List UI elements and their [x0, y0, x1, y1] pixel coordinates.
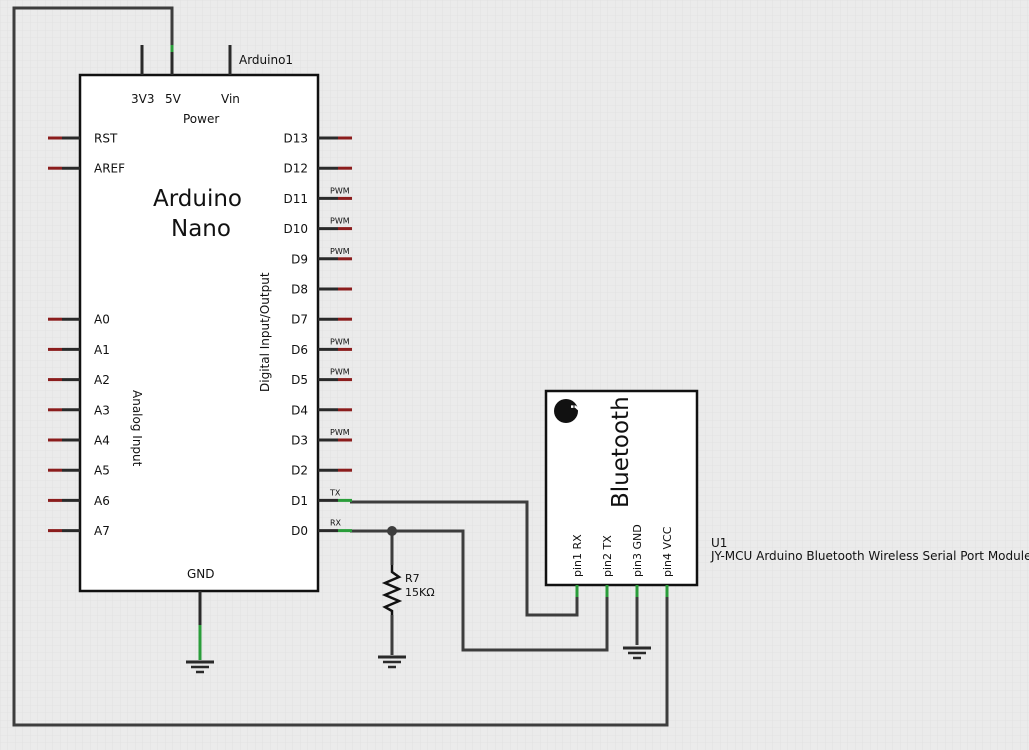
bt-pin1-label: pin1 RX [571, 534, 584, 577]
pin-label: D8 [291, 283, 308, 297]
bt-pin2-label: pin2 TX [601, 535, 614, 577]
pin-3v3-label: 3V3 [131, 92, 154, 106]
arduino-ref: Arduino1 [239, 53, 293, 67]
pin-vin-label: Vin [221, 92, 240, 106]
analog-group-label: Analog Input [130, 390, 144, 467]
resistor-zigzag [381, 565, 403, 615]
pin-a3[interactable]: A3 [48, 403, 110, 417]
wire-5v-to-vcc[interactable] [12, 6, 669, 727]
pin-label: A2 [94, 373, 110, 387]
pin-label: A3 [94, 403, 110, 417]
bt-pin4-label: pin4 VCC [661, 526, 674, 577]
resistor-value: 15KΩ [405, 586, 435, 599]
pin-label: D4 [291, 403, 308, 417]
pin-label: A1 [94, 343, 110, 357]
arduino-title-line1: Arduino [153, 186, 242, 212]
right-pins: D13D12D11PWMD10PWMD9PWMD8D7D6PWMD5PWMD4D… [283, 132, 352, 539]
pin-a6[interactable]: A6 [48, 494, 110, 508]
arduino-title-line2: Nano [171, 216, 231, 242]
pin-d13[interactable]: D13 [283, 132, 352, 146]
pin-label: D3 [291, 434, 308, 448]
pin-d11[interactable]: D11 PWM [283, 186, 352, 206]
pin-label: D0 [291, 524, 308, 538]
ground-symbol-resistor [378, 655, 406, 669]
pin-tag: PWM [330, 247, 350, 256]
pin-rst[interactable]: RST [48, 132, 118, 146]
pin-5v-label: 5V [165, 92, 182, 106]
resistor-ref: R7 [405, 572, 420, 585]
digital-group-label: Digital Input/Output [258, 272, 272, 392]
pin-a7[interactable]: A7 [48, 524, 110, 538]
resistor-r7[interactable]: R7 15KΩ [381, 565, 435, 615]
pin-d10[interactable]: D10 PWM [283, 217, 352, 237]
pin-d8[interactable]: D8 [291, 283, 352, 297]
pin-d4[interactable]: D4 [291, 403, 352, 417]
bt-pin3-label: pin3 GND [631, 524, 644, 577]
pin-tag: PWM [330, 428, 350, 437]
wires [12, 6, 669, 727]
pin-label: D6 [291, 343, 308, 357]
pin-tag: PWM [330, 337, 350, 346]
bluetooth-ref: U1 [711, 536, 727, 550]
pin-d5[interactable]: D5 PWM [291, 368, 352, 388]
pin-d1[interactable]: D1 TX [291, 488, 352, 508]
pin-d0[interactable]: D0 RX [291, 519, 352, 539]
pin-a4[interactable]: A4 [48, 434, 110, 448]
pin-d12[interactable]: D12 [283, 162, 352, 176]
arduino-body [78, 73, 320, 593]
ground-symbol-bluetooth [623, 646, 651, 660]
power-group-label: Power [183, 112, 219, 126]
pin-tag: PWM [330, 186, 350, 195]
pin-label: D11 [283, 192, 308, 206]
unknown-part-icon [554, 399, 578, 423]
gnd-label: GND [187, 567, 215, 581]
bluetooth-body [544, 389, 699, 587]
pin-tag: TX [329, 488, 341, 497]
pin-aref[interactable]: AREF [48, 162, 125, 176]
pin-tag: RX [330, 519, 342, 528]
wire-d1-tx-to-bt-rx[interactable] [350, 500, 579, 617]
pin-label: A7 [94, 524, 110, 538]
bluetooth-title: Bluetooth [608, 396, 634, 508]
pin-label: A0 [94, 313, 110, 327]
pin-label: A6 [94, 494, 110, 508]
pin-label: A4 [94, 434, 110, 448]
unknown-part-glyph: ? [567, 403, 583, 411]
pin-a5[interactable]: A5 [48, 464, 110, 478]
pin-d2[interactable]: D2 [291, 464, 352, 478]
pin-d7[interactable]: D7 [291, 313, 352, 327]
bluetooth-description: JY-MCU Arduino Bluetooth Wireless Serial… [710, 549, 1029, 563]
pin-tag: PWM [330, 217, 350, 226]
pin-a0[interactable]: A0 [48, 313, 110, 327]
pin-d9[interactable]: D9 PWM [291, 247, 352, 266]
pin-a1[interactable]: A1 [48, 343, 110, 357]
pin-label: A5 [94, 464, 110, 478]
pin-label: D2 [291, 464, 308, 478]
pin-label: D5 [291, 373, 308, 387]
wire-d0-rx-to-bt-tx[interactable] [350, 529, 609, 652]
pin-a2[interactable]: A2 [48, 373, 110, 387]
ground-symbol-arduino [186, 660, 214, 674]
pin-label: D1 [291, 494, 308, 508]
pin-label: D12 [283, 162, 308, 176]
pin-label: D10 [283, 222, 308, 236]
pin-tag: PWM [330, 368, 350, 377]
junction-dot [387, 526, 397, 536]
arduino-nano[interactable]: Arduino1 3V3 5V Vin Power Arduino Nano A… [48, 45, 352, 660]
pin-label: D7 [291, 313, 308, 327]
pin-d6[interactable]: D6 PWM [291, 337, 352, 357]
pin-d3[interactable]: D3 PWM [291, 428, 352, 448]
bluetooth-module[interactable]: ? Bluetooth pin1 RX pin2 TX pin3 GND pin… [544, 389, 1029, 597]
pin-label: AREF [94, 162, 125, 176]
pin-label: RST [94, 132, 118, 146]
pin-label: D9 [291, 252, 308, 266]
pin-label: D13 [283, 132, 308, 146]
